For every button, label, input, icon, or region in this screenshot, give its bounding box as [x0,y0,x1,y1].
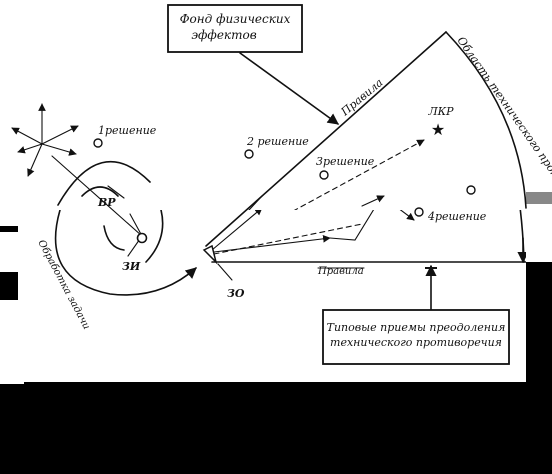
extra-point [466,185,476,195]
zo-marker [202,244,218,265]
zi-point [136,232,148,244]
solution-2-point [244,149,254,159]
lower-rule-label: Правила [317,266,364,277]
solution-4-point [414,207,424,217]
typical-methods-box [322,309,510,365]
sector-upper-edge [245,31,447,210]
zi-label: ЗИ [122,260,141,273]
zo-label: ЗО [227,287,245,300]
zo-to-lkr-dashed [293,139,425,210]
physical-effects-line-1: Фонд физических [180,12,291,26]
solution-4-label: 4решение [427,210,487,223]
sector-arc [445,31,527,209]
lkr-label: ЛКР [427,105,454,118]
solution-3-label: 3решение [316,155,375,168]
spiral-inner [145,210,164,263]
solution-1-point [93,138,103,148]
solution-3-point [319,170,329,180]
solution-markers: 1решение 2 решение 3решение 4решение [93,124,487,223]
solution-1-label: 1решение [98,124,157,137]
zo-arrow-upper [211,210,263,251]
typical-methods-line-1: Типовые приемы преодоления [327,321,506,334]
vr-label: ВР [97,196,116,209]
typical-methods-line-2: технического противоречия [330,336,502,349]
spiral-outer [54,210,197,296]
lkr-star-icon: ★ [431,120,445,139]
effects-arrow [239,52,339,125]
trial-vectors [11,103,79,177]
physical-effects-line-2: эффектов [191,28,256,42]
solution-2-label: 2 решение [246,135,309,148]
physical-effects-box [167,4,303,53]
